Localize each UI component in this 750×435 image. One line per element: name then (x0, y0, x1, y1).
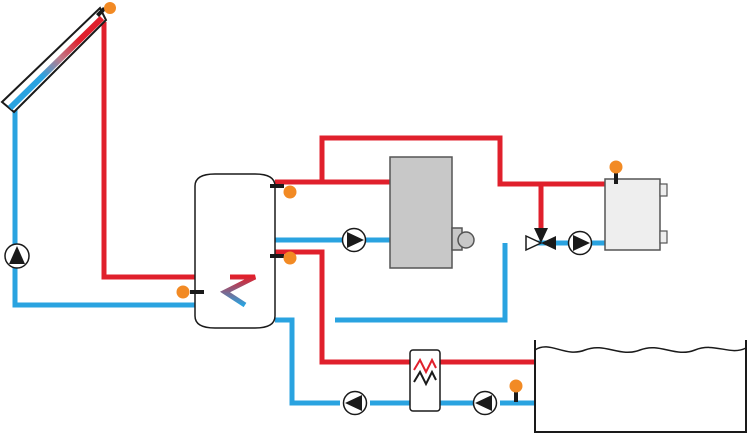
solar-collector (0, 6, 108, 114)
radiator-sensor-probe (614, 172, 618, 184)
storage-tank (194, 173, 276, 329)
tank-middle-pipe (275, 249, 410, 365)
cold-pipes (12, 110, 605, 406)
tank-sensor-middle (283, 251, 297, 265)
valve-right-icon (541, 236, 556, 250)
boiler (389, 156, 475, 269)
valve-left-icon (525, 234, 543, 252)
swimming-pool (534, 340, 747, 433)
pool-loop-pump-left (342, 390, 368, 416)
collector-sensor (104, 2, 116, 14)
collector-absorber (7, 15, 105, 111)
pump-arrow-icon (573, 235, 590, 251)
pool-heat-exchanger (409, 349, 441, 412)
solar-flow-pipe (101, 22, 230, 280)
pump-arrow-icon (347, 232, 364, 248)
radiator-sensor (609, 160, 623, 174)
tank-sensor-middle-probe (270, 254, 284, 258)
boiler-bypass-pipe (319, 135, 610, 187)
radiator-body (604, 178, 661, 251)
pool-loop-pump-right (472, 390, 498, 416)
solar-circuit-pump (4, 243, 30, 269)
hx-coil-black-icon (413, 369, 437, 387)
pool-sensor-probe (514, 390, 518, 402)
hx-coil-red-icon (413, 357, 437, 375)
pump-arrow-icon (9, 246, 25, 264)
collector-frame (0, 6, 108, 114)
tank-sensor-top (283, 185, 297, 199)
radiator-valve-bottom (659, 230, 668, 244)
pool-basin (534, 340, 747, 433)
heating-pump (567, 230, 593, 256)
collector-sensor-probe (96, 7, 106, 17)
tank-sensor-bottom-probe (190, 290, 204, 294)
heating-return-pipe (335, 243, 508, 323)
tank-sensor-top-probe (270, 184, 284, 188)
tank-sensor-bottom (176, 285, 190, 299)
tank-bottom-pipe (275, 317, 340, 406)
tank-body (194, 173, 276, 329)
pool-sensor (509, 379, 523, 393)
boiler-body (389, 156, 453, 269)
pool-water-surface (534, 346, 747, 354)
pump-arrow-icon (345, 395, 362, 411)
mixing-valve (525, 228, 556, 252)
solar-return-pipe (12, 110, 245, 308)
valve-top-icon (534, 228, 548, 243)
radiator (604, 178, 668, 251)
hot-pipes (101, 22, 610, 365)
radiator-valve-top (659, 183, 668, 197)
pump-arrow-icon (475, 395, 492, 411)
boiler-pump (341, 227, 367, 253)
boiler-burner-head (457, 231, 475, 249)
tank-coil (219, 274, 257, 308)
